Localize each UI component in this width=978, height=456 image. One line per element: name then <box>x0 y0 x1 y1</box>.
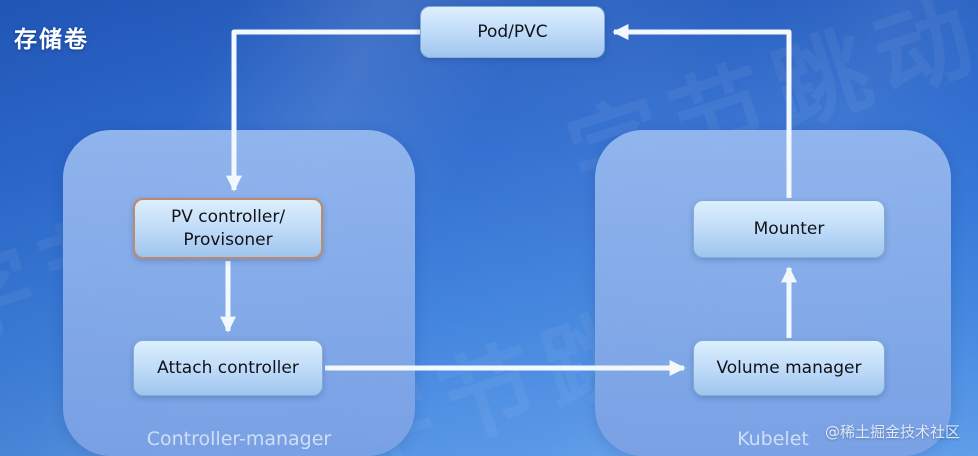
node-attach-controller: Attach controller <box>133 340 323 396</box>
group-kubelet: Kubelet <box>595 130 951 456</box>
node-pv-controller-provisoner: PV controller/ Provisoner <box>133 198 323 259</box>
node-pv-controller-line2: Provisoner <box>183 229 273 250</box>
node-mounter: Mounter <box>693 200 885 258</box>
group-controller-manager: Controller-manager <box>63 130 415 456</box>
node-attach-controller-label: Attach controller <box>157 357 299 378</box>
node-mounter-label: Mounter <box>753 218 825 239</box>
node-volume-manager-label: Volume manager <box>716 357 862 378</box>
group-kubelet-label: Kubelet <box>737 428 809 450</box>
node-volume-manager: Volume manager <box>693 340 885 396</box>
node-pv-controller-line1: PV controller/ <box>170 206 286 227</box>
node-pod-pvc: Pod/PVC <box>420 6 605 58</box>
community-watermark: @稀土掘金技术社区 <box>824 423 960 441</box>
node-pod-pvc-label: Pod/PVC <box>477 21 548 42</box>
group-controller-manager-label: Controller-manager <box>146 428 332 450</box>
page-title: 存储卷 <box>14 27 89 53</box>
